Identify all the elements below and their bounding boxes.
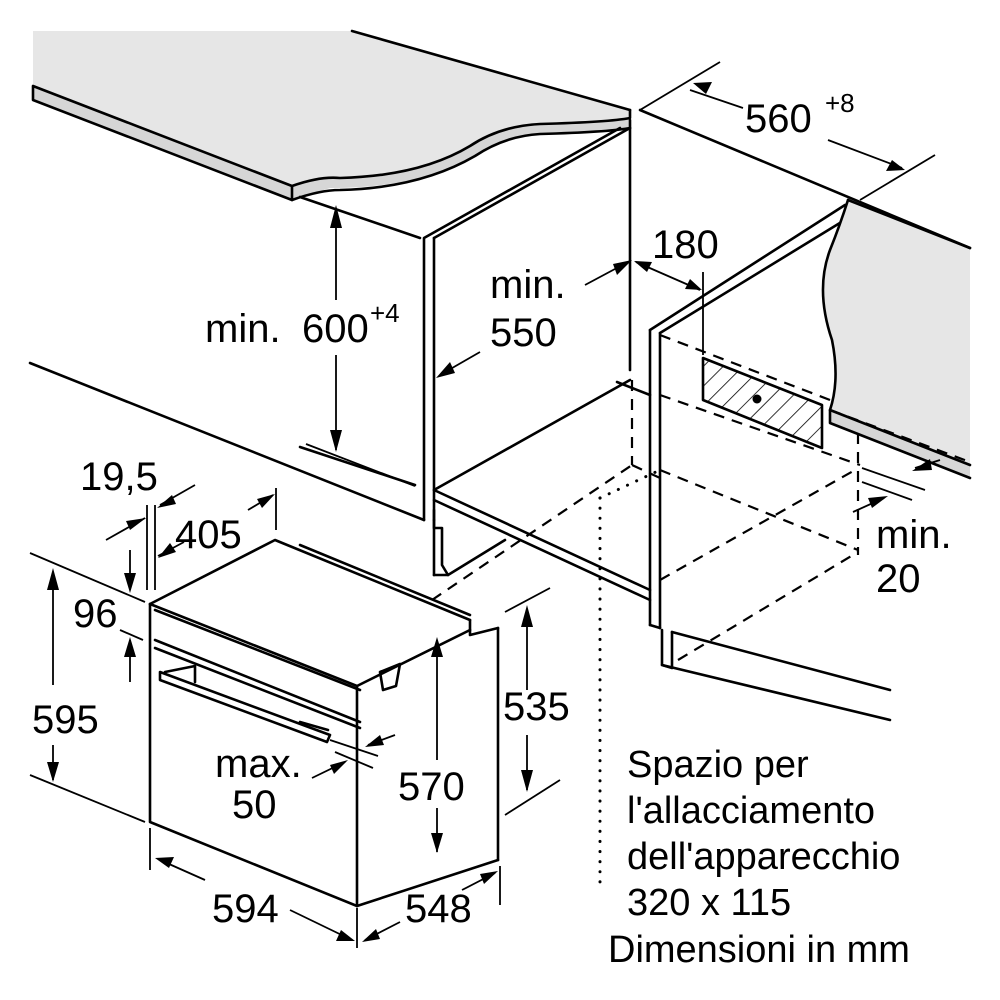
worktop-left <box>31 29 632 202</box>
label-body-height: 570 <box>398 765 465 809</box>
note-line1: Spazio per <box>627 744 809 786</box>
label-handle-clearance-line1: max. <box>215 742 302 786</box>
label-front-gap-line2: 20 <box>876 557 921 601</box>
note-line3: dell'apparecchio <box>627 836 900 878</box>
right-cabinet <box>431 203 892 892</box>
label-niche-depth-line2: 550 <box>490 311 557 355</box>
label-handle-clearance-line2: 50 <box>232 783 277 827</box>
connection-note: Spazio per l'allacciamento dell'apparecc… <box>608 744 910 971</box>
label-front-gap-line1: min. <box>876 513 952 557</box>
label-door-offset: 19,5 <box>80 455 158 499</box>
label-body-height-side: 535 <box>503 685 570 729</box>
label-body-depth: 548 <box>405 887 472 931</box>
left-cabinet <box>28 118 632 577</box>
label-niche-height: 600 <box>302 307 369 351</box>
label-top-depth: 405 <box>175 513 242 557</box>
label-niche-depth-line1: min. <box>490 263 566 307</box>
label-overall-height: 595 <box>32 698 99 742</box>
niche-shelf <box>432 378 652 602</box>
label-niche-height-prefix: min. <box>205 307 281 351</box>
note-line4: 320 x 115 <box>627 882 791 924</box>
label-rear-cutout: 180 <box>652 223 719 267</box>
label-niche-height-tolerance: +4 <box>370 298 400 328</box>
label-niche-width-tolerance: +8 <box>825 88 855 118</box>
dimension-labels: 560 +8 min. 600 +4 min. 550 180 min. 20 … <box>32 88 952 931</box>
label-panel-height: 96 <box>73 592 118 636</box>
label-niche-width: 560 <box>745 97 812 141</box>
connection-area <box>701 356 824 450</box>
note-line2: l'allacciamento <box>627 790 875 832</box>
label-overall-width: 594 <box>212 887 279 931</box>
dimension-lines <box>29 61 941 948</box>
oven <box>148 538 500 908</box>
units-note: Dimensioni in mm <box>608 929 910 971</box>
